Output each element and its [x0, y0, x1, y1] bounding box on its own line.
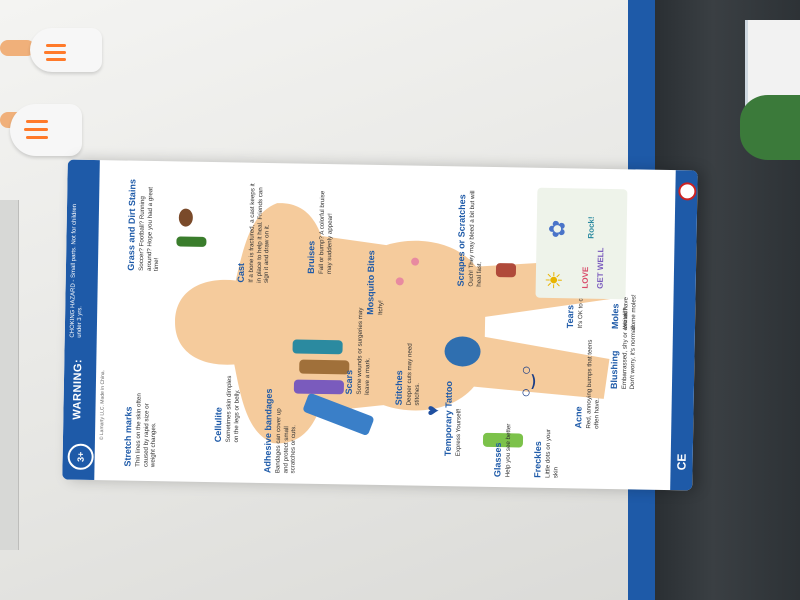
desc-glasses: Help you see better	[504, 423, 513, 478]
label-glasses: Glasses	[492, 442, 503, 478]
sticker-sheet: 3+ WARNING: CHOKING HAZARD - Small parts…	[62, 159, 698, 491]
desc-cellulite: Sometimes skin dimples on the legs or be…	[224, 375, 241, 443]
heart-tattoo-icon: ♥	[422, 405, 443, 417]
mosquito-bite-spot	[411, 257, 420, 266]
label-cellulite: Cellulite	[212, 407, 224, 443]
desc-adhesive-bandages: Bandages can cover up and protect small …	[274, 408, 298, 474]
desc-cast: If a bone is fractured, a cast keeps it …	[247, 183, 271, 284]
label-tears: Tears	[564, 304, 576, 329]
green-object	[740, 95, 800, 160]
scribble-rock: Rock!	[586, 216, 596, 239]
choking-hazard-text: CHOKING HAZARD - Small parts. Not for ch…	[69, 203, 84, 338]
bandage-purple-sticker	[293, 379, 345, 395]
glasses-icon: ○‿○	[517, 365, 536, 398]
display-stand-edge	[0, 200, 19, 550]
green-bandage-sticker	[482, 432, 524, 448]
bandage-teal-sticker	[292, 339, 343, 355]
label-cast: Cast	[235, 262, 247, 283]
ce-mark: CE	[674, 453, 689, 471]
label-blushing: Blushing	[608, 350, 620, 390]
label-moles: Moles	[609, 303, 621, 330]
label-bruises: Bruises	[305, 240, 317, 274]
bandage-brown-sticker	[299, 359, 350, 375]
doll-shoe-upper	[30, 28, 102, 72]
label-freckles: Freckles	[532, 441, 543, 478]
grass-stain-sticker	[176, 236, 207, 247]
label-grass-stains: Grass and Dirt Stains	[125, 179, 138, 271]
desc-temporary-tattoo: Express Yourself!	[454, 408, 463, 457]
age-badge: 3+	[67, 443, 94, 471]
scribble-get-well: GET WELL	[595, 247, 606, 289]
cast-drawing: ☀ ✿ LOVE GET WELL Rock!	[535, 187, 628, 300]
desc-grass-stains: Soccer? Football? Running around? Hope y…	[137, 186, 161, 272]
scribble-love: LOVE	[580, 266, 591, 289]
desc-bruises: Fall or bump? A colorful bruise may sudd…	[317, 190, 334, 275]
label-temporary-tattoo: Temporary Tattoo	[442, 380, 455, 457]
body-silhouette	[175, 203, 611, 444]
desc-stretch-marks: Thin lines on the skin often caused by r…	[134, 393, 158, 468]
scrape-sticker	[495, 263, 517, 278]
desc-scars: Some wounds or surgeries may leave a mar…	[355, 307, 371, 395]
desc-acne: Red, annoying bumps that teens often hav…	[585, 339, 601, 429]
desc-scrapes: Ouch! They may bleed a bit but will heal…	[467, 190, 483, 287]
copyright-text: © Lamarty LLC. Made in China.	[98, 370, 107, 441]
desc-mosquito-bites: Itchy!	[377, 300, 385, 316]
label-scars: Scars	[343, 369, 355, 395]
label-mosquito-bites: Mosquito Bites	[365, 250, 377, 315]
label-adhesive-bandages: Adhesive bandages	[262, 388, 274, 474]
no-under-3-icon	[678, 182, 697, 201]
warning-bar: 3+ WARNING: CHOKING HAZARD - Small parts…	[62, 159, 100, 481]
label-stretch-marks: Stretch marks	[122, 406, 134, 467]
desc-stitches: Deeper cuts may need stitches.	[405, 343, 421, 406]
sun-icon: ☀	[541, 270, 567, 291]
doll-leg-upper	[0, 40, 35, 56]
label-acne: Acne	[573, 406, 584, 429]
flower-icon: ✿	[544, 219, 570, 239]
label-scrapes: Scrapes or Scratches	[455, 194, 468, 287]
label-stitches: Stitches	[393, 370, 405, 406]
doll-shoe-lower	[10, 104, 82, 156]
warning-label: WARNING:	[71, 358, 85, 420]
desc-freckles: Little dots on your skin	[544, 429, 560, 479]
